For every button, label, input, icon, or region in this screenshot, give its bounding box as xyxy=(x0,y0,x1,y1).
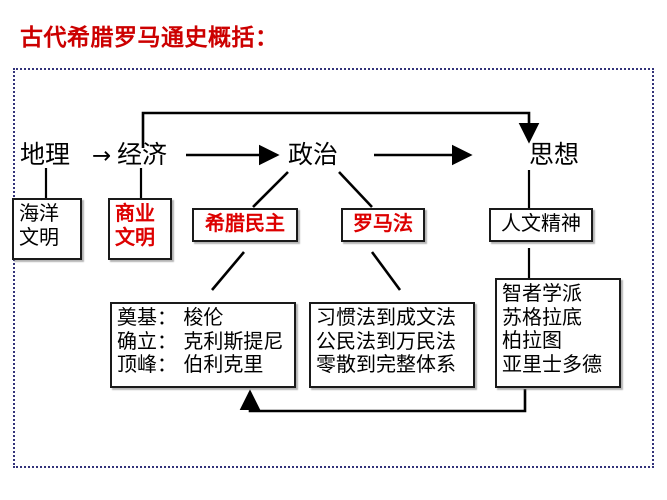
law-stage-line: 公民法到万民法 xyxy=(316,328,456,353)
diagram-dotted-frame xyxy=(13,68,654,468)
arrow-geography-to-economy-icon: → xyxy=(92,143,112,169)
democracy-stage-line: 顶峰： 伯利克里 xyxy=(117,352,264,377)
page-title: 古代希腊罗马通史概括： xyxy=(20,25,279,51)
democracy-stage-line: 奠基： 梭伦 xyxy=(117,305,224,329)
box-roman-law-label: 罗马法 xyxy=(353,211,413,235)
box-ocean-civilization[interactable]: 海洋 文明 xyxy=(12,198,82,260)
thinker-line: 智者学派 xyxy=(502,281,582,305)
box-law-stages[interactable]: 习惯法到成文法 公民法到万民法 零散到完整体系 xyxy=(309,302,475,388)
node-economy[interactable]: 经济 xyxy=(117,140,168,169)
box-commerce-civilization-label: 商业 文明 xyxy=(115,201,155,249)
box-commerce-civilization[interactable]: 商业 文明 xyxy=(108,198,172,260)
box-democracy-stages[interactable]: 奠基： 梭伦 确立： 克利斯提尼 顶峰： 伯利克里 xyxy=(110,302,296,388)
law-stage-line: 零散到完整体系 xyxy=(316,352,456,377)
thinker-line: 苏格拉底 xyxy=(502,304,582,329)
box-greek-democracy-label: 希腊民主 xyxy=(205,211,285,235)
box-greek-democracy[interactable]: 希腊民主 xyxy=(192,208,298,242)
node-thought[interactable]: 思想 xyxy=(529,140,580,169)
box-humanism-label: 人文精神 xyxy=(501,211,581,235)
box-ocean-civilization-label: 海洋 文明 xyxy=(19,201,59,249)
node-politics[interactable]: 政治 xyxy=(288,140,339,169)
box-thinkers[interactable]: 智者学派 苏格拉底 柏拉图 亚里士多德 xyxy=(495,278,621,388)
democracy-stage-line: 确立： 克利斯提尼 xyxy=(117,328,284,353)
law-stage-line: 习惯法到成文法 xyxy=(316,305,456,329)
box-roman-law[interactable]: 罗马法 xyxy=(341,208,425,242)
thinker-line: 柏拉图 xyxy=(502,328,562,353)
box-humanism[interactable]: 人文精神 xyxy=(489,208,593,242)
node-geography[interactable]: 地理 xyxy=(20,140,71,169)
thinker-line: 亚里士多德 xyxy=(502,351,602,376)
